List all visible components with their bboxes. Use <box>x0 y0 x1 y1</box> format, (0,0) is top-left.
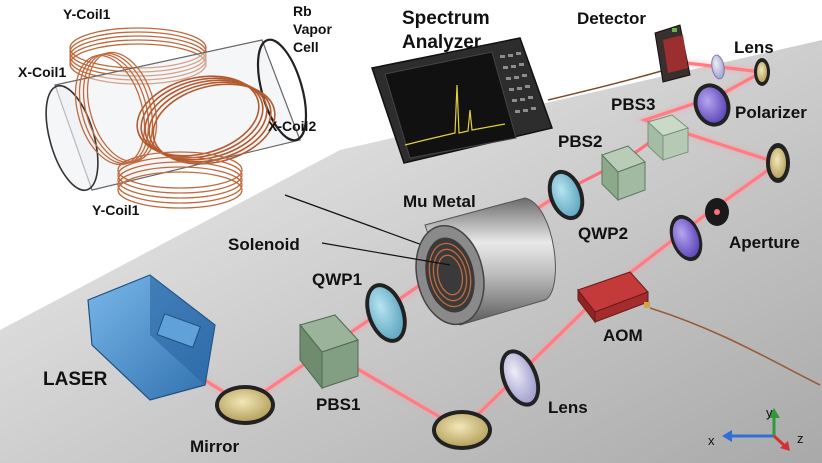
label-solenoid: Solenoid <box>228 235 300 254</box>
label-spectrum-line1: Spectrum <box>402 8 490 29</box>
lens-bottom <box>499 349 541 407</box>
label-qwp2: QWP2 <box>578 224 628 243</box>
lens-middle <box>669 214 703 262</box>
mirror-2 <box>432 410 492 450</box>
axis-label-z: z <box>797 431 804 446</box>
laser-source <box>87 274 216 401</box>
qwp2 <box>547 169 585 221</box>
label-pbs1: PBS1 <box>316 395 360 414</box>
label-mu-metal: Mu Metal <box>403 192 476 211</box>
mirror-1 <box>215 385 275 425</box>
label-polarizer: Polarizer <box>735 103 807 122</box>
label-x-coil2: X-Coil2 <box>268 118 316 134</box>
label-rb-line3: Cell <box>293 39 319 55</box>
y-coil1-bottom <box>117 151 243 209</box>
label-qwp1: QWP1 <box>312 270 362 289</box>
axis-label-y: y <box>766 405 773 420</box>
label-aperture: Aperture <box>729 233 800 252</box>
label-y-coil1-top: Y-Coil1 <box>63 6 111 22</box>
label-pbs2: PBS2 <box>558 132 602 151</box>
label-aom: AOM <box>603 326 643 345</box>
label-x-coil1: X-Coil1 <box>18 64 66 80</box>
analyzer-cable <box>547 69 666 101</box>
label-rb-line1: Rb <box>293 3 312 19</box>
analyzer-keypad <box>500 52 536 113</box>
axis-label-x: x <box>708 433 715 448</box>
pbs1-cube <box>299 314 359 390</box>
spectrum-trace <box>404 84 506 146</box>
label-lens-top: Lens <box>734 38 774 57</box>
detector <box>654 24 691 83</box>
mirror-right <box>766 143 790 183</box>
x-coil2 <box>136 75 276 165</box>
pbs3-cube <box>647 114 690 162</box>
polarizer <box>693 83 731 127</box>
solenoid <box>428 242 472 308</box>
label-spectrum-line2: Analyzer <box>402 32 482 53</box>
aom-cable <box>649 307 821 386</box>
x-coil1 <box>74 51 158 166</box>
label-lens-bottom: Lens <box>548 398 588 417</box>
label-mirror: Mirror <box>190 437 240 456</box>
axis-indicator <box>722 408 790 451</box>
lens-top <box>711 54 725 80</box>
pbs2-cube <box>601 145 646 202</box>
label-rb-line2: Vapor <box>293 21 332 37</box>
label-laser: LASER <box>43 369 108 390</box>
spectrum-analyzer <box>371 37 553 164</box>
label-detector: Detector <box>577 9 646 28</box>
rb-vapor-cell-assembly <box>45 27 308 209</box>
qwp1 <box>365 283 407 343</box>
aperture <box>705 198 729 226</box>
mirror-top-right <box>754 58 770 86</box>
aom <box>577 271 650 324</box>
label-y-coil1-bottom: Y-Coil1 <box>92 202 140 218</box>
solenoid-pointer-line <box>321 242 451 266</box>
label-pbs3: PBS3 <box>611 95 655 114</box>
mu-metal-shield <box>415 197 556 326</box>
